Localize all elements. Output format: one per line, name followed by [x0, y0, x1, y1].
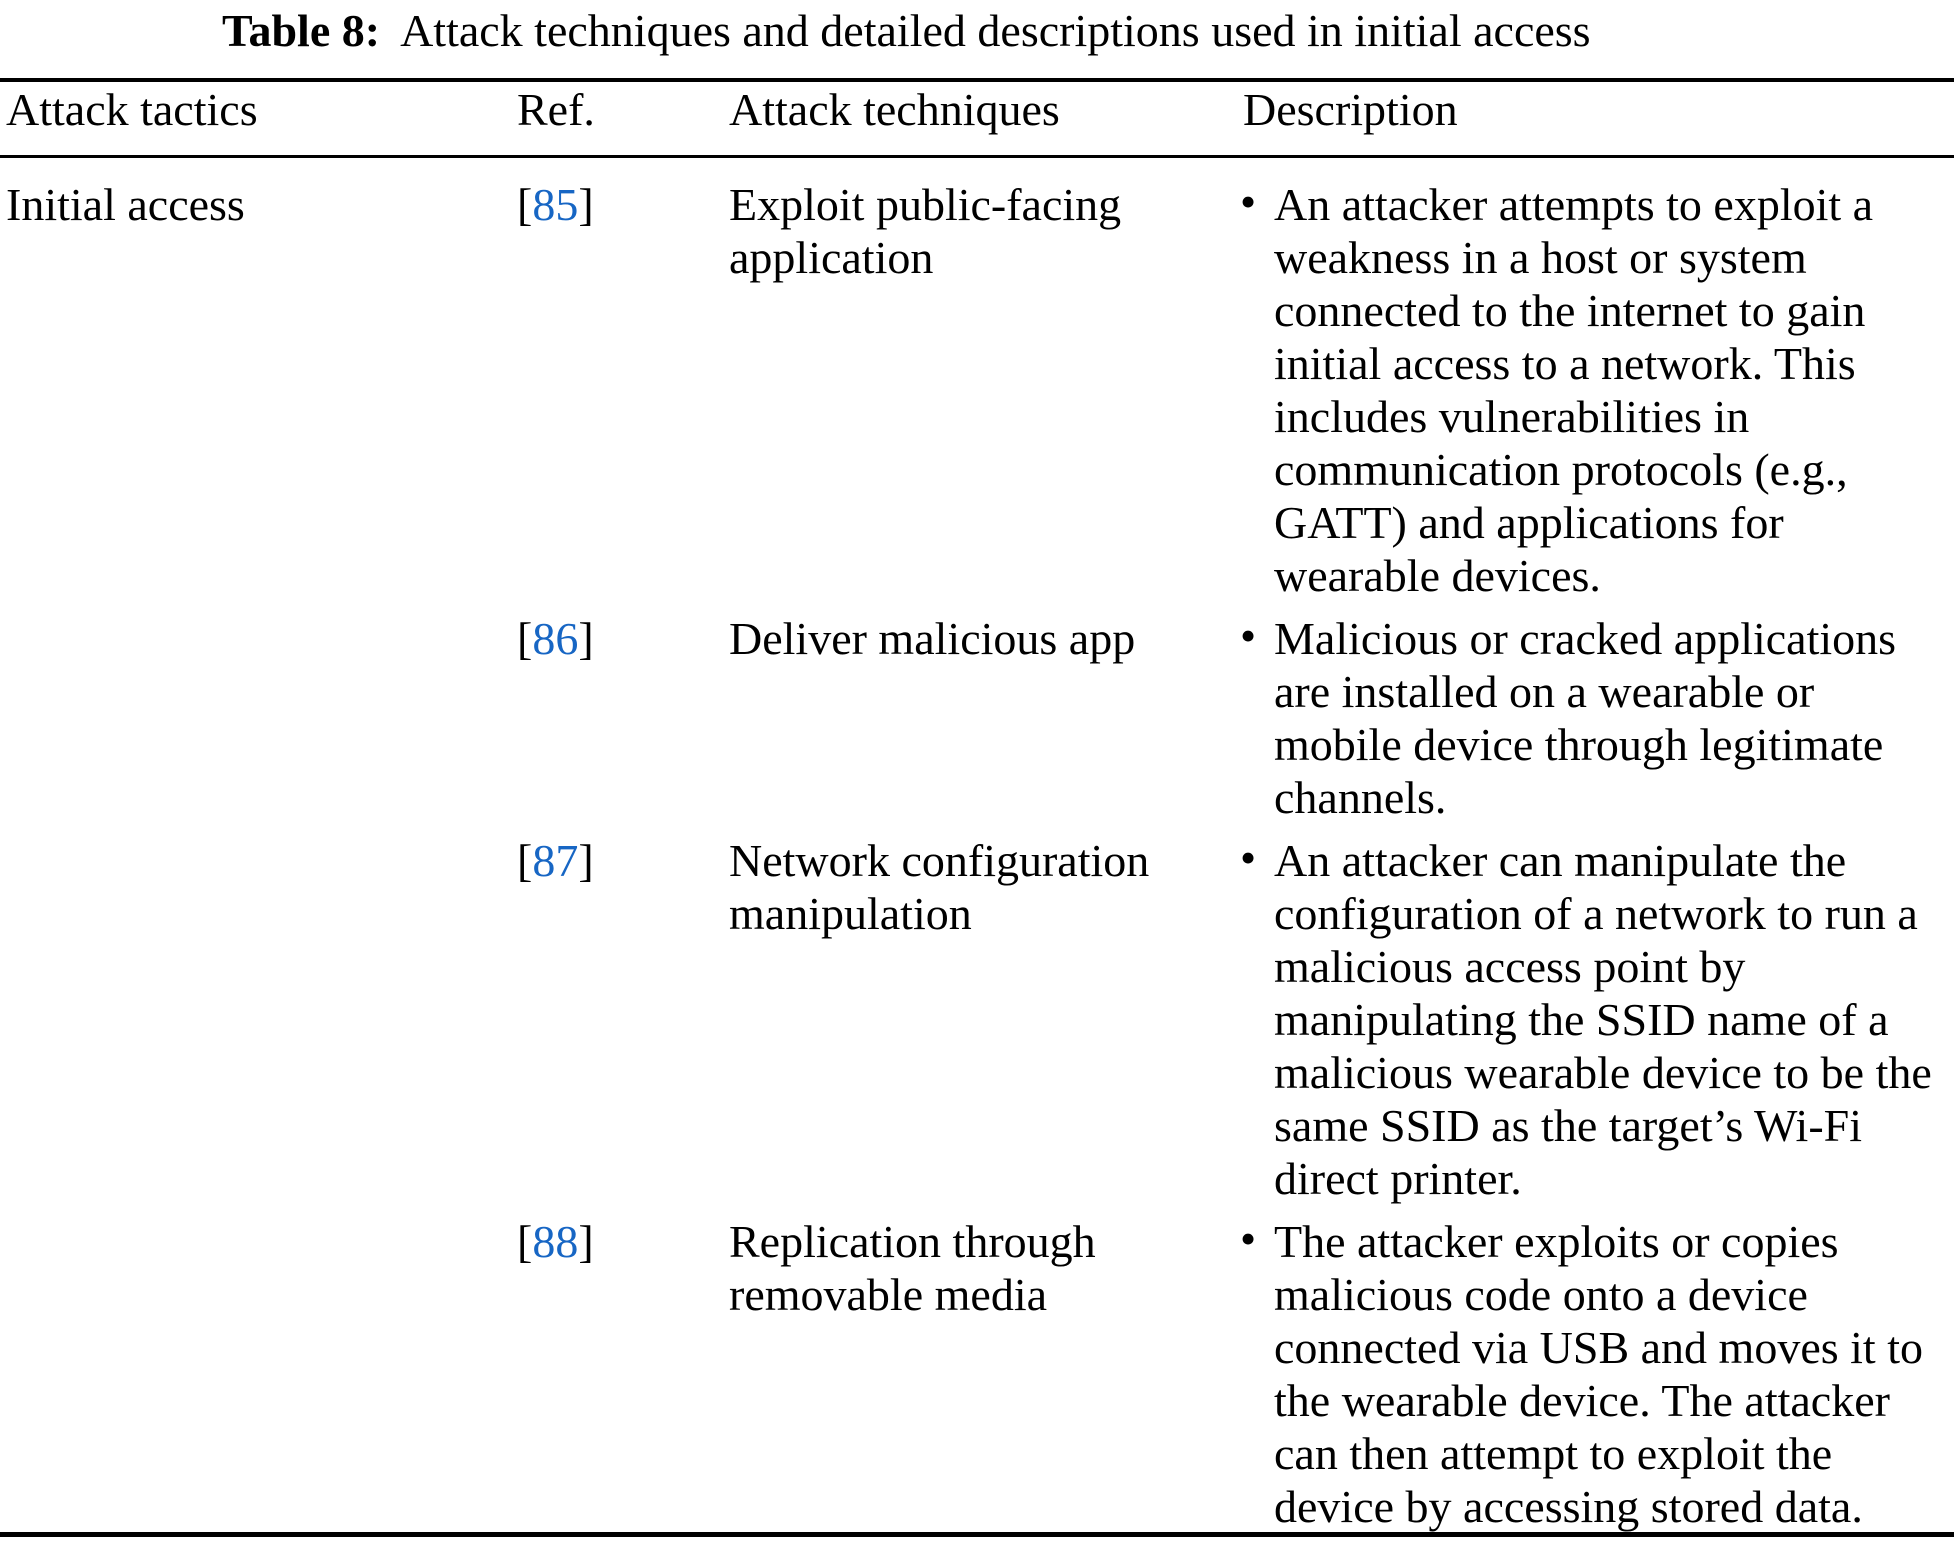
description-cell: • An attacker can manipulate the configu…: [1237, 832, 1954, 1205]
column-header-attack-techniques: Attack techniques: [729, 84, 1060, 135]
table-caption-text: Attack techniques and detailed descripti…: [400, 5, 1591, 56]
table-row: [86] Deliver malicious app • Malicious o…: [0, 610, 1954, 824]
ref-link-88[interactable]: 88: [532, 1216, 579, 1267]
description-cell: • The attacker exploits or copies malici…: [1237, 1213, 1954, 1533]
ref-link-86[interactable]: 86: [532, 613, 579, 664]
column-header-attack-tactics: Attack tactics: [6, 84, 258, 135]
description-text: An attacker can manipulate the configura…: [1274, 835, 1932, 1204]
table-header-row: Attack tactics Ref. Attack techniques De…: [0, 83, 1954, 136]
technique-cell: Network configuration manipulation: [729, 835, 1150, 939]
bullet-icon: •: [1240, 176, 1257, 227]
ref-bracket-open: [: [517, 179, 533, 230]
description-text: Malicious or cracked applications are in…: [1274, 613, 1897, 823]
ref-cell: [86]: [511, 612, 723, 665]
ref-cell: [85]: [511, 178, 723, 231]
ref-link-87[interactable]: 87: [532, 835, 579, 886]
column-header-ref: Ref.: [517, 84, 595, 135]
column-header-description: Description: [1243, 84, 1458, 135]
description-cell: • An attacker attempts to exploit a weak…: [1237, 176, 1954, 602]
bullet-icon: •: [1240, 832, 1257, 883]
tactic-cell: Initial access: [6, 179, 245, 230]
table-caption: Table 8: Attack techniques and detailed d…: [222, 4, 1591, 58]
table-header-rule: [0, 155, 1954, 158]
description-text: An attacker attempts to exploit a weakne…: [1274, 179, 1874, 601]
bullet-icon: •: [1240, 1213, 1257, 1264]
table-row: [88] Replication through removable media…: [0, 1213, 1954, 1533]
table-top-rule: [0, 78, 1954, 82]
ref-cell: [88]: [511, 1215, 723, 1268]
ref-cell: [87]: [511, 834, 723, 887]
ref-bracket-close: ]: [578, 835, 594, 886]
description-text: The attacker exploits or copies maliciou…: [1274, 1216, 1923, 1532]
ref-bracket-open: [: [517, 1216, 533, 1267]
table-caption-number: Table 8:: [222, 5, 381, 56]
ref-bracket-open: [: [517, 613, 533, 664]
table-row: Initial access [85] Exploit public-facin…: [0, 176, 1954, 602]
ref-link-85[interactable]: 85: [532, 179, 579, 230]
ref-bracket-open: [: [517, 835, 533, 886]
bullet-icon: •: [1240, 610, 1257, 661]
technique-cell: Deliver malicious app: [729, 613, 1136, 664]
ref-bracket-close: ]: [578, 179, 594, 230]
ref-bracket-close: ]: [578, 613, 594, 664]
description-cell: • Malicious or cracked applications are …: [1237, 610, 1954, 824]
technique-cell: Replication through removable media: [729, 1216, 1096, 1320]
technique-cell: Exploit public-facing application: [729, 179, 1122, 283]
ref-bracket-close: ]: [578, 1216, 594, 1267]
table-bottom-rule: [0, 1532, 1954, 1537]
table-body: Initial access [85] Exploit public-facin…: [0, 176, 1954, 1543]
table-row: [87] Network configuration manipulation …: [0, 832, 1954, 1205]
